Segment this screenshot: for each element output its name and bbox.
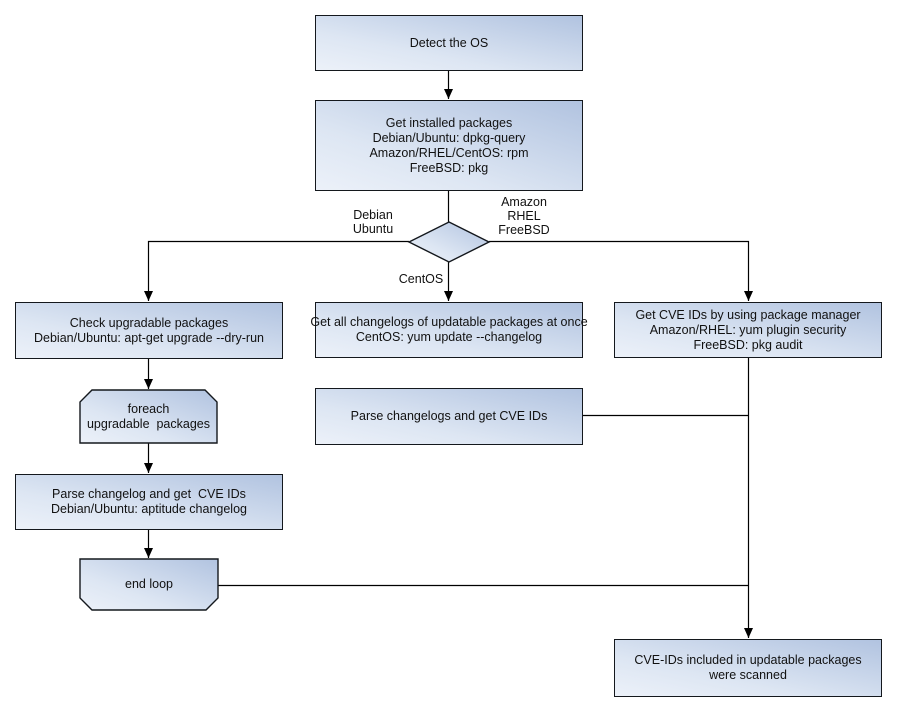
node-parse-changelogs-mid-label: Parse changelogs and get CVE IDs <box>350 409 548 423</box>
end-loop-shape <box>79 558 219 611</box>
connector-decision-to-left-branch <box>144 240 409 301</box>
node-detect-os: Detect the OS <box>315 15 583 71</box>
node-scanned-result: CVE-IDs included in updatable packages w… <box>614 639 882 697</box>
node-get-cve-ids-right-label: Get CVE IDs by using package manager Ama… <box>635 307 861 352</box>
decision-diamond <box>407 221 491 263</box>
node-get-all-changelogs-label: Get all changelogs of updatable packages… <box>310 315 588 344</box>
node-check-upgradable: Check upgradable packages Debian/Ubuntu:… <box>15 302 283 359</box>
node-parse-changelog-left-label: Parse changelog and get CVE IDs Debian/U… <box>51 487 247 516</box>
connector-decision-to-right-branch <box>489 240 753 301</box>
node-parse-changelogs-mid: Parse changelogs and get CVE IDs <box>315 388 583 445</box>
node-detect-os-label: Detect the OS <box>409 35 489 50</box>
node-scanned-result-label: CVE-IDs included in updatable packages w… <box>634 653 862 682</box>
node-end-loop: end loop <box>80 559 218 610</box>
node-parse-changelog-left: Parse changelog and get CVE IDs Debian/U… <box>15 474 283 530</box>
node-foreach-loop-label: foreach upgradable packages <box>86 401 210 431</box>
node-foreach-loop: foreach upgradable packages <box>80 390 217 443</box>
edge-label-centos: CentOS <box>398 272 444 286</box>
node-check-upgradable-label: Check upgradable packages Debian/Ubuntu:… <box>34 315 264 345</box>
node-get-all-changelogs: Get all changelogs of updatable packages… <box>310 302 588 358</box>
node-get-cve-ids-right: Get CVE IDs by using package manager Ama… <box>614 302 882 358</box>
foreach-loop-shape <box>79 389 218 444</box>
edge-label-debian-ubuntu: Debian Ubuntu <box>352 208 394 236</box>
node-get-installed-packages: Get installed packages Debian/Ubuntu: dp… <box>315 100 583 191</box>
node-end-loop-label: end loop <box>125 577 173 591</box>
edge-label-amazon-rhel-freebsd: Amazon RHEL FreeBSD <box>498 195 550 237</box>
node-get-installed-packages-label: Get installed packages Debian/Ubuntu: dp… <box>369 115 529 175</box>
